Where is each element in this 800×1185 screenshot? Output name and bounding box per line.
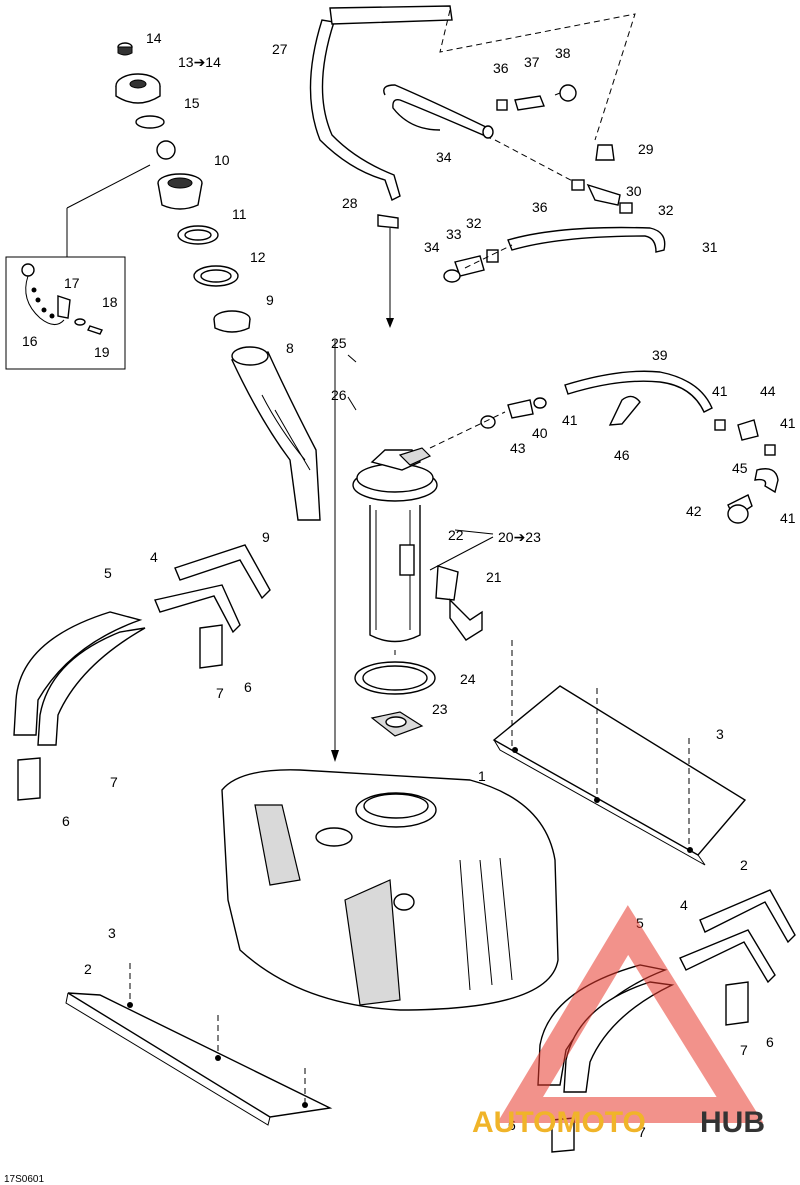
callout-c8: 8 — [286, 340, 294, 356]
callout-c27: 27 — [272, 41, 288, 57]
callout-c28: 28 — [342, 195, 358, 211]
callout-c18: 18 — [102, 294, 118, 310]
callout-c25: 25 — [331, 335, 347, 351]
tether-inset-box — [5, 164, 151, 370]
skid-plate-left — [65, 963, 333, 1126]
callout-c37: 37 — [524, 54, 540, 70]
callout-c33: 33 — [446, 226, 462, 242]
callout-c3a: 3 — [716, 726, 724, 742]
callout-c23: 23 — [432, 701, 448, 717]
callout-c32a: 32 — [658, 202, 674, 218]
callout-c42: 42 — [686, 503, 702, 519]
callout-c10: 10 — [214, 152, 230, 168]
watermark-triangle — [497, 905, 764, 1123]
callout-c22: 22 — [448, 527, 464, 543]
callout-c13: 13➔14 — [178, 54, 221, 70]
callout-c6c: 6 — [766, 1034, 774, 1050]
callout-c19: 19 — [94, 344, 110, 360]
callout-c17: 17 — [64, 275, 80, 291]
callout-c1: 1 — [478, 768, 486, 784]
fuel-tank — [221, 769, 559, 1011]
callout-c3b: 3 — [108, 925, 116, 941]
callout-c6a: 6 — [244, 679, 252, 695]
callout-c41b: 41 — [780, 415, 796, 431]
callout-c4b: 4 — [680, 897, 688, 913]
callout-c34b: 34 — [424, 239, 440, 255]
callout-c41a: 41 — [712, 383, 728, 399]
skid-plate-right — [492, 640, 747, 866]
callout-c6d: 6 — [508, 1117, 516, 1133]
callout-c41d: 41 — [780, 510, 796, 526]
callout-c2a: 2 — [740, 857, 748, 873]
callout-c39: 39 — [652, 347, 668, 363]
callout-c15: 15 — [184, 95, 200, 111]
callout-c21: 21 — [486, 569, 502, 585]
callout-c5a: 5 — [104, 565, 112, 581]
filler-cap-assembly — [115, 42, 321, 521]
callout-c32b: 32 — [466, 215, 482, 231]
callout-c7a: 7 — [216, 685, 224, 701]
callout-c9a: 9 — [266, 292, 274, 308]
callout-c36a: 36 — [493, 60, 509, 76]
fuel-line-group — [429, 370, 779, 524]
callout-c31: 31 — [702, 239, 718, 255]
watermark-text-auto: AUTOMOTO — [472, 1106, 646, 1139]
callout-c36b: 36 — [532, 199, 548, 215]
pump-screws — [347, 354, 357, 411]
callout-c34a: 34 — [436, 149, 452, 165]
callout-c7d: 7 — [638, 1124, 646, 1140]
callout-c43: 43 — [510, 440, 526, 456]
callout-c41c: 41 — [562, 412, 578, 428]
left-straps — [13, 544, 271, 801]
callout-c7b: 7 — [110, 774, 118, 790]
fuel-pump-assembly — [331, 340, 494, 762]
callout-c4a: 4 — [150, 549, 158, 565]
watermark-text-hub: HUB — [700, 1106, 765, 1139]
callout-c16: 16 — [22, 333, 38, 349]
callout-c11: 11 — [232, 206, 247, 222]
callout-c40: 40 — [532, 425, 548, 441]
callout-c14: 14 — [146, 30, 162, 46]
vent-hose-group — [309, 5, 666, 328]
drawing-code: 17S0601 — [4, 1174, 44, 1185]
callout-c38: 38 — [555, 45, 571, 61]
automotohub-watermark: AUTOMOTO HUB — [472, 905, 765, 1139]
callout-c46: 46 — [614, 447, 630, 463]
callout-c30: 30 — [626, 183, 642, 199]
callout-c5b: 5 — [636, 915, 644, 931]
callout-c9b: 9 — [262, 529, 270, 545]
callout-c20: 20➔23 — [498, 529, 541, 545]
callout-c45: 45 — [732, 460, 748, 476]
callout-c26: 26 — [331, 387, 347, 403]
callout-c24: 24 — [460, 671, 476, 687]
callout-c29: 29 — [638, 141, 654, 157]
callout-c12: 12 — [250, 249, 266, 265]
callout-c7c: 7 — [740, 1042, 748, 1058]
callout-c6b: 6 — [62, 813, 70, 829]
callout-c44: 44 — [760, 383, 776, 399]
callout-c2b: 2 — [84, 961, 92, 977]
